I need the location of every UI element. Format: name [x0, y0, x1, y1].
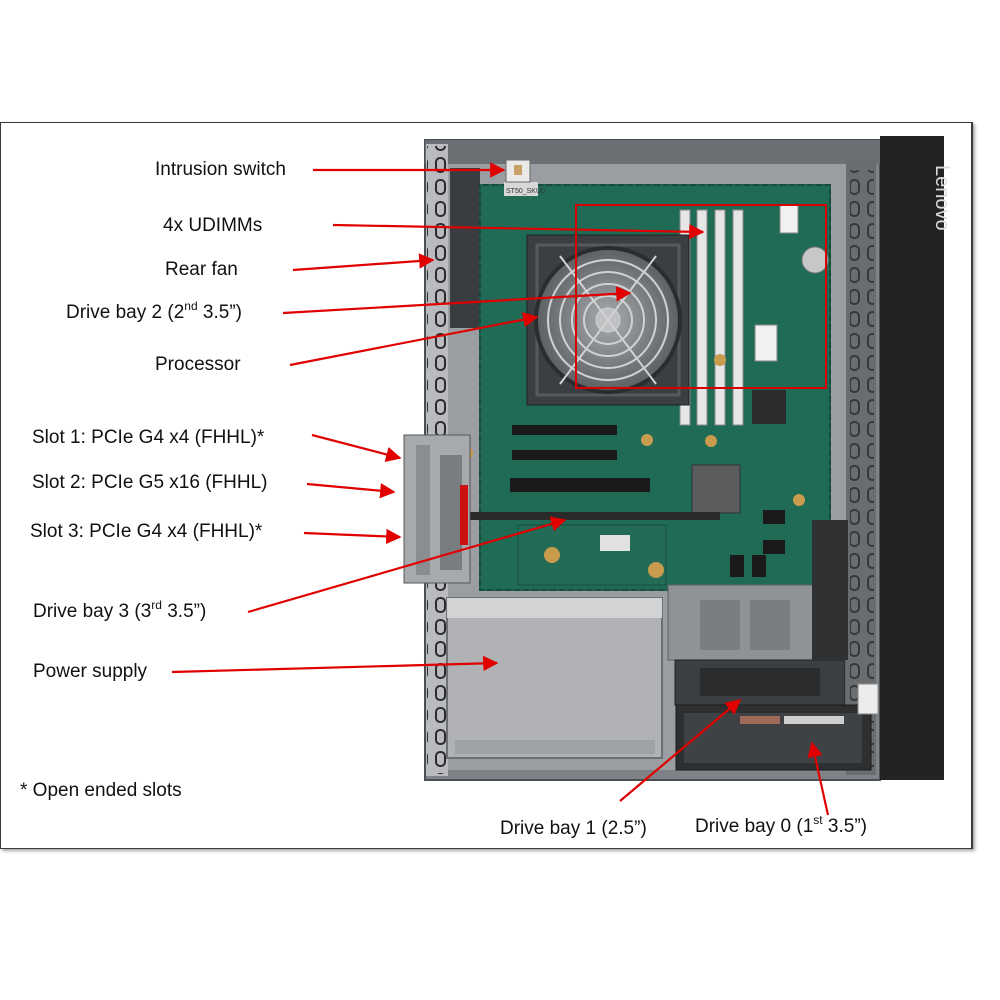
label-power-supply: Power supply	[33, 661, 148, 682]
label-drive-bay-1: Drive bay 1 (2.5”)	[500, 818, 647, 839]
board-tag: ST50_SKU0	[506, 188, 545, 195]
label-intrusion-switch: Intrusion switch	[155, 159, 286, 180]
label-drive-bay-2-post: 3.5”)	[198, 302, 242, 323]
label-udimms: 4x UDIMMs	[163, 215, 262, 236]
label-slot-2: Slot 2: PCIe G5 x16 (FHHL)	[32, 472, 267, 493]
label-drive-bay-3-sup: rd	[151, 598, 162, 612]
chipset	[691, 464, 741, 514]
arrow-drive-bay-2	[282, 286, 632, 315]
drive-cage	[667, 520, 879, 771]
front-panel: Lenovo	[846, 136, 953, 780]
label-slot-1: Slot 1: PCIe G4 x4 (FHHL)*	[32, 427, 265, 448]
label-drive-bay-0-sup: st	[813, 813, 823, 827]
power-supply-unit	[446, 597, 663, 759]
arrow-drive-bay-3	[247, 516, 567, 614]
arrow-slot-3	[303, 528, 402, 545]
arrow-udimms	[332, 223, 705, 240]
cmos-battery	[801, 246, 829, 274]
arrow-power-supply	[171, 655, 499, 674]
label-drive-bay-2-text: Drive bay 2 (2	[66, 302, 184, 323]
arrow-rear-fan	[292, 253, 435, 272]
label-drive-bay-3-text: Drive bay 3 (3	[33, 601, 151, 622]
label-rear-fan: Rear fan	[165, 259, 238, 280]
arrow-drive-bay-1	[619, 699, 742, 802]
pcie-slots	[403, 425, 720, 584]
label-drive-bay-2-sup: nd	[184, 299, 197, 313]
processor-cooler	[526, 234, 690, 406]
brand-logo-text: Lenovo	[931, 165, 953, 231]
label-drive-bay-0: Drive bay 0 (1st 3.5”)	[695, 813, 867, 837]
label-processor: Processor	[155, 354, 241, 375]
callout-arrows	[171, 162, 830, 816]
footnote-open-ended-slots: * Open ended slots	[20, 780, 182, 801]
label-drive-bay-3-post: 3.5”)	[162, 601, 206, 622]
label-drive-bay-0-text: Drive bay 0 (1	[695, 816, 813, 837]
label-slot-3: Slot 3: PCIe G4 x4 (FHHL)*	[30, 521, 263, 542]
arrow-processor	[289, 312, 539, 367]
arrow-slot-1	[311, 433, 402, 462]
label-drive-bay-3: Drive bay 3 (3rd 3.5”)	[33, 598, 206, 622]
label-drive-bay-2: Drive bay 2 (2nd 3.5”)	[66, 299, 242, 323]
arrow-slot-2	[306, 482, 396, 499]
m2-card	[517, 524, 667, 586]
arrow-drive-bay-0	[807, 741, 830, 816]
label-drive-bay-0-post: 3.5”)	[823, 816, 867, 837]
